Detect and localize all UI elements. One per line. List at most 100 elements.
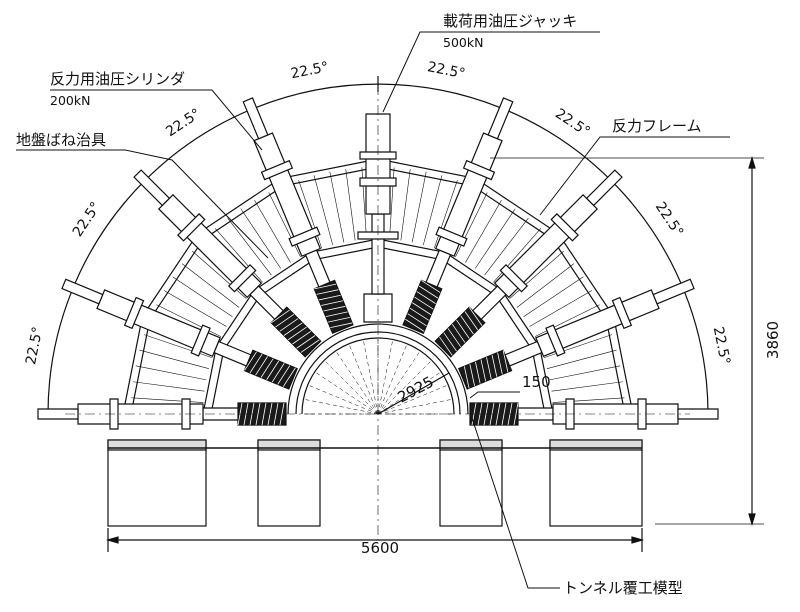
spring-coil — [270, 309, 290, 324]
reaction-cylinder — [552, 403, 679, 425]
frame-rib — [131, 397, 204, 403]
cylinder-rod — [504, 340, 543, 367]
fan-line — [324, 360, 379, 415]
frame-rib — [543, 334, 612, 359]
spring-coil — [249, 353, 263, 374]
spring-coil — [443, 332, 457, 352]
dim-arrow-top — [748, 155, 756, 169]
cylinder-end — [61, 278, 104, 305]
label-reaction-frame: 反力フレーム — [612, 117, 702, 135]
cylinder-flange — [435, 226, 468, 247]
fan-line — [377, 339, 394, 415]
tunnel-lining-inner — [301, 337, 455, 415]
spring-coil — [266, 360, 280, 380]
spring-coil — [418, 285, 439, 299]
dim-arrow-right — [631, 536, 645, 544]
spring-coil — [244, 351, 257, 371]
spring-coil — [255, 402, 261, 426]
cylinder-end — [677, 408, 719, 420]
spring-coil — [287, 326, 307, 341]
frame-rib — [474, 208, 516, 269]
label-tunnel-lining-model: トンネル覆工模型 — [563, 579, 683, 597]
label-loading-jack-capacity: 500kN — [443, 35, 483, 50]
frame-rib — [163, 290, 227, 327]
spring-coil — [502, 350, 509, 373]
spring-coil — [318, 294, 341, 301]
frame-rib — [546, 349, 617, 369]
leader-tunnel-lining — [471, 417, 560, 589]
frame-rib — [214, 228, 263, 283]
spring-coil — [271, 363, 285, 383]
spring-coil — [273, 402, 279, 426]
spring-coil — [497, 352, 503, 375]
spring-coil — [279, 318, 299, 332]
frame-rib — [411, 171, 427, 243]
cylinder-flange — [545, 324, 566, 357]
fan-line — [335, 350, 379, 415]
fan-line — [377, 384, 449, 415]
label-loading-jack: 載荷用油圧ジャッキ — [443, 12, 577, 30]
angle-label: 22.5° — [652, 199, 687, 240]
base-block-cap — [549, 439, 643, 451]
spring-coil — [469, 363, 475, 386]
spring-coil — [323, 305, 346, 312]
frame-rib — [465, 199, 502, 263]
spring-coil — [464, 311, 479, 331]
frame-rib — [172, 276, 233, 318]
cylinder-flange — [177, 213, 206, 242]
spring-coil — [491, 354, 498, 377]
apparatus-structure — [37, 76, 764, 552]
cylinder-rod — [213, 340, 252, 367]
jack-flange — [359, 151, 397, 160]
fan-line — [307, 384, 379, 415]
spring-coil — [282, 367, 296, 387]
spring-coil — [325, 311, 348, 317]
spring-coil — [501, 402, 507, 426]
angle-label: 22.5° — [710, 325, 733, 366]
jack-flange — [357, 231, 399, 240]
spring-coil — [486, 357, 492, 380]
spring-coil — [456, 319, 470, 339]
fan-line — [377, 343, 408, 415]
frame-rib — [181, 263, 240, 308]
angle-label: 22.5° — [426, 59, 467, 82]
base-block-cap — [257, 439, 321, 451]
frame-rib — [433, 180, 458, 249]
cylinder-flange — [550, 213, 579, 242]
leader-reaction-cylinder — [50, 89, 263, 151]
label-ground-spring-jig: 地盤ばね治具 — [16, 131, 106, 149]
fan-line — [348, 343, 379, 415]
spring-coil — [261, 402, 267, 426]
frame-rib — [227, 217, 272, 276]
cylinder-flange — [637, 398, 647, 430]
label-reaction-cylinder: 反力用油圧シリンダ — [50, 70, 185, 88]
spring-coil — [447, 328, 462, 348]
frame-rib — [139, 349, 210, 369]
leader-lines — [16, 31, 730, 589]
spring-coil — [460, 315, 474, 335]
leader-loading-jack — [382, 31, 600, 113]
frame-rib — [400, 169, 411, 241]
jack-flange — [359, 177, 397, 187]
spring-coil — [296, 335, 316, 349]
base-block — [107, 439, 207, 527]
frame-rib — [156, 304, 222, 337]
cylinder-flange — [499, 263, 529, 293]
spring-coil — [275, 313, 295, 328]
angle-label: 22.5° — [163, 106, 204, 141]
frame-rib — [133, 381, 205, 392]
spring-coil — [468, 306, 483, 326]
cylinder-end — [242, 97, 269, 140]
fan-line — [303, 398, 379, 415]
frame-rib — [240, 208, 282, 269]
dim-total-height: 3860 — [764, 321, 782, 359]
angle-label: 22.5° — [70, 199, 105, 240]
cylinder-rod — [304, 249, 331, 288]
spring-coil — [292, 330, 312, 345]
spring-coil — [439, 336, 453, 356]
spring-coil — [321, 300, 344, 306]
cylinder-end — [487, 97, 514, 140]
spring-coil — [480, 359, 487, 382]
frame-rib — [144, 334, 213, 359]
